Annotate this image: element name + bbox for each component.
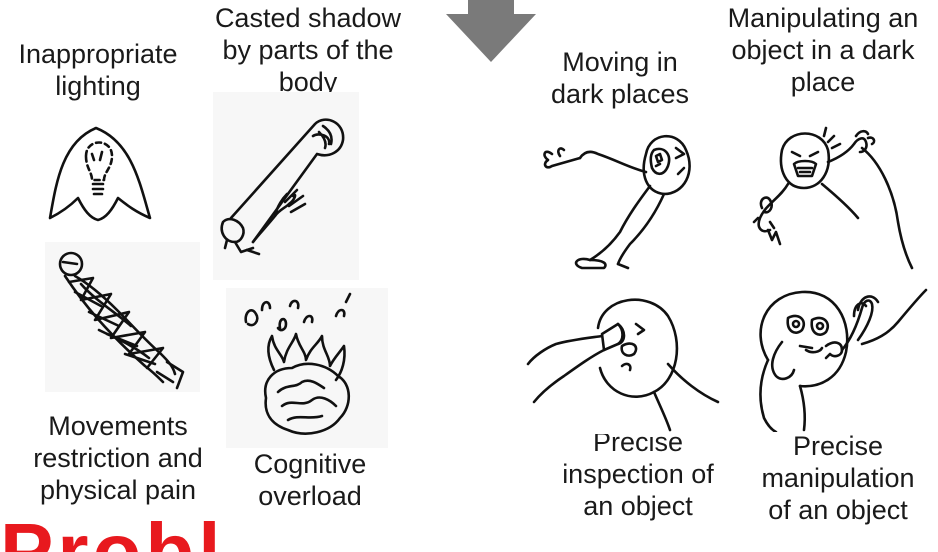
person-inspecting-icon <box>522 284 722 434</box>
flashlight-hand-icon <box>213 92 359 280</box>
person-dark-walking-icon <box>534 120 710 270</box>
label-movements-restriction: Movements restriction and physical pain <box>8 410 228 506</box>
label-cognitive-overload: Cognitive overload <box>228 448 392 512</box>
person-manipulating-icon <box>742 282 932 432</box>
label-inappropriate-lighting: Inappropriate lighting <box>0 38 196 102</box>
label-casted-shadow: Casted shadow by parts of the body <box>196 2 420 98</box>
wrapped-body-icon <box>45 242 200 392</box>
ghost-lightbulb-icon <box>40 114 158 226</box>
label-manipulating-dark: Manipulating an object in a dark place <box>708 2 938 98</box>
down-arrow-icon <box>446 0 536 64</box>
label-precise-inspection: Precise inspection of an object <box>540 426 736 522</box>
label-moving-dark: Moving in dark places <box>530 46 710 110</box>
burning-brain-icon <box>226 288 388 448</box>
cut-off-title: Probl <box>0 512 260 552</box>
person-cable-icon <box>740 122 930 272</box>
label-precise-manipulation: Precise manipulation of an object <box>740 430 936 526</box>
